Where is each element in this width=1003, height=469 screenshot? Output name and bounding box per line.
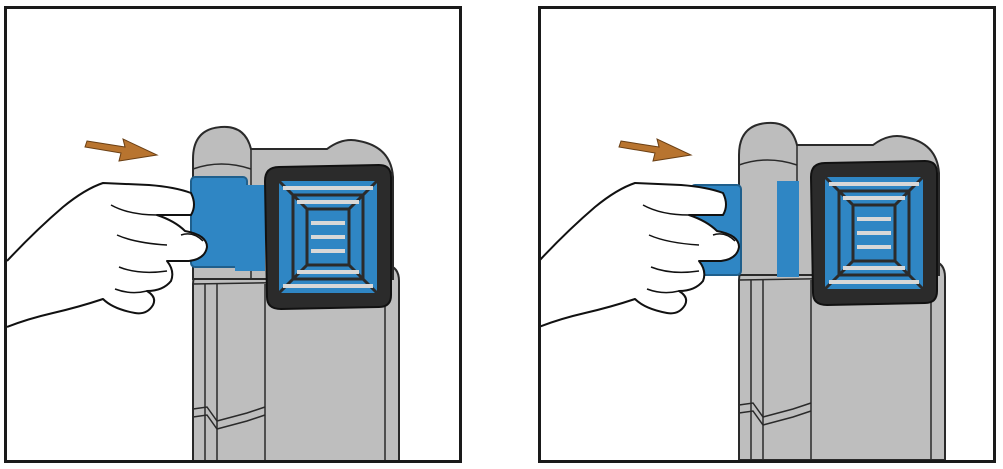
step-1-illustration <box>7 125 400 460</box>
hand-icon <box>541 182 740 328</box>
step-1-panel <box>4 6 462 463</box>
hand-icon <box>7 182 208 328</box>
step-2-illustration <box>541 121 946 460</box>
arrow-right-icon <box>84 138 158 162</box>
filter-grille <box>809 159 939 307</box>
arrow-right-icon <box>618 138 692 162</box>
step-2-panel <box>538 6 996 463</box>
filter-grille <box>263 163 393 311</box>
